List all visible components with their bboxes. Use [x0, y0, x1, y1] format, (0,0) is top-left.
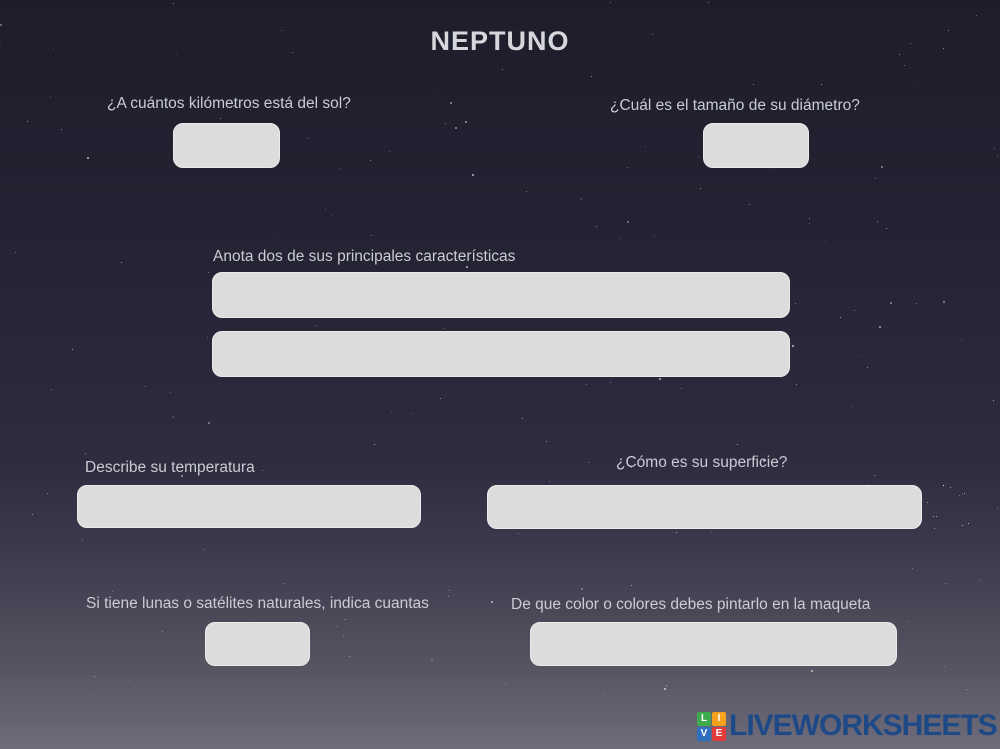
- question-temperature-label: Describe su temperatura: [85, 459, 255, 476]
- answer-input-moons[interactable]: [205, 622, 310, 666]
- logo-tile-i: I: [712, 711, 726, 726]
- answer-input-distance[interactable]: [173, 123, 280, 168]
- logo-tile-l: L: [697, 711, 711, 726]
- answer-input-surface[interactable]: [487, 485, 922, 529]
- question-characteristics-label: Anota dos de sus principales característ…: [213, 248, 516, 265]
- answer-input-temperature[interactable]: [77, 485, 421, 528]
- answer-input-characteristic-1[interactable]: [212, 272, 790, 318]
- answer-input-characteristic-2[interactable]: [212, 331, 790, 377]
- liveworksheets-logo[interactable]: L I V E LIVEWORKSHEETS: [697, 709, 998, 742]
- page-title: NEPTUNO: [430, 26, 570, 56]
- liveworksheets-tiles-icon: L I V E: [697, 711, 726, 741]
- answer-input-color[interactable]: [530, 622, 897, 666]
- question-moons-label: Si tiene lunas o satélites naturales, in…: [86, 595, 429, 612]
- brand-text: LIVEWORKSHEETS: [729, 709, 998, 742]
- logo-tile-v: V: [697, 726, 711, 741]
- question-diameter-label: ¿Cuál es el tamaño de su diámetro?: [610, 97, 860, 114]
- question-distance-label: ¿A cuántos kilómetros está del sol?: [107, 95, 351, 112]
- question-surface-label: ¿Cómo es su superficie?: [616, 454, 788, 471]
- answer-input-diameter[interactable]: [703, 123, 809, 168]
- logo-tile-e: E: [712, 726, 726, 741]
- question-color-label: De que color o colores debes pintarlo en…: [511, 596, 871, 613]
